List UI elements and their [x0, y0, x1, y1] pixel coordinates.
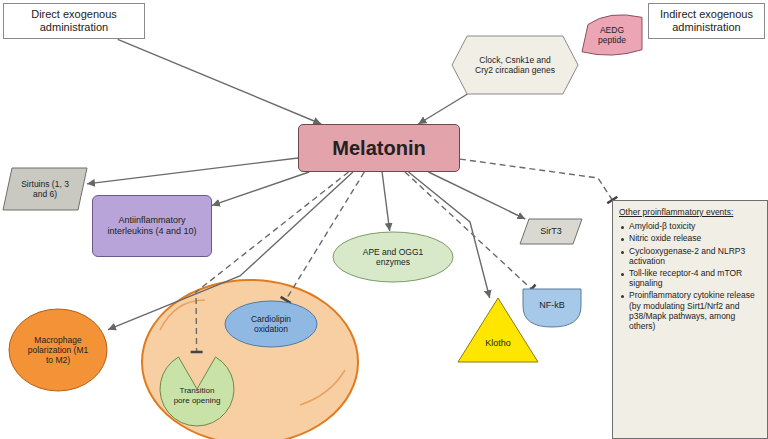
- cardiolipin-ellipse: Cardiolipin oxidation: [224, 300, 318, 348]
- bullet-dot: [621, 295, 624, 298]
- pore-shape: Transition pore opening: [160, 352, 234, 426]
- shape-fill: [452, 36, 578, 94]
- gene-hexagon: Clock, Csnk1e and Cry2 circadian genes: [452, 36, 578, 94]
- bullet-dot: [621, 251, 624, 254]
- bullet-row: Proinflammatory cytokine release (by mod…: [619, 290, 761, 331]
- shape-fill: [160, 357, 234, 426]
- macrophage-circle: Macrophage polarization (M1 to M2): [8, 308, 108, 392]
- node-label: SirT3: [540, 226, 562, 237]
- node-label: Klotho: [485, 338, 511, 349]
- shape-fill: [458, 298, 538, 362]
- bullet-dot: [621, 238, 624, 241]
- source-box: Indirect exogenous administration: [648, 3, 765, 39]
- klotho-triangle-outline: [458, 298, 538, 362]
- bullet-text: Amyloid-β toxicity: [629, 221, 695, 231]
- node-label: Cardiolipin oxidation: [238, 314, 304, 334]
- inhibition-connector: [460, 159, 612, 200]
- inhibition-connector: [196, 172, 349, 352]
- bullet-text: Nitric oxide release: [629, 233, 701, 243]
- node-label: Direct exogenous administration: [12, 8, 136, 34]
- shape-fill: [523, 289, 581, 327]
- arrow-connector: [118, 39, 322, 124]
- node-label: Macrophage polarization (M1 to M2): [24, 335, 92, 366]
- bullet-row: Toll-like receptor-4 and mTOR signaling: [619, 268, 761, 288]
- shape-fill: [225, 301, 317, 347]
- node-label: Indirect exogenous administration: [655, 8, 758, 34]
- bullet-dot: [621, 273, 624, 276]
- node-label: Sirtuins (1, 3 and 6): [15, 179, 75, 199]
- node-label: AEDG peptide: [590, 25, 634, 45]
- node-label: Transition pore opening: [172, 386, 222, 405]
- bullet-text: Cyclooxygenase-2 and NLRP3 activation: [629, 246, 761, 266]
- bullet-row: Amyloid-β toxicity: [619, 221, 761, 231]
- sirtuin-parallelogram: Sirtuins (1, 3 and 6): [3, 168, 87, 210]
- arrow-connector: [212, 172, 309, 205]
- shape-fill: [9, 309, 107, 391]
- mitochondrion-crista: [160, 300, 345, 405]
- node-label: APE and OGG1 enzymes: [352, 247, 434, 267]
- nfkb-shape: NF-kB: [523, 289, 581, 327]
- shape-fill: [582, 15, 642, 55]
- arrow-connector: [87, 158, 298, 184]
- shape-fill: [3, 168, 87, 210]
- arrow-connector: [428, 172, 525, 219]
- mitochondrion-outline: [142, 280, 358, 439]
- arrow-connector: [382, 172, 390, 231]
- enzyme-ellipse: APE and OGG1 enzymes: [332, 231, 454, 283]
- bullet-dot: [621, 226, 624, 229]
- arrow-connector: [418, 94, 467, 124]
- sirt-parallelogram: SirT3: [520, 219, 582, 244]
- klotho-triangle: Klotho: [458, 298, 538, 362]
- node-label: Melatonin: [332, 136, 425, 160]
- interleukin-box: Antiinflammatory interleukins (4 and 10): [92, 195, 212, 257]
- bullet-text: Proinflammatory cytokine release (by mod…: [629, 290, 761, 331]
- bullet-row: Nitric oxide release: [619, 233, 761, 243]
- bullet-row: Cyclooxygenase-2 and NLRP3 activation: [619, 246, 761, 266]
- peptide-shape: AEDG peptide: [582, 14, 642, 56]
- box-heading: Other proinflammatory events:: [619, 207, 733, 217]
- node-label: Antiinflammatory interleukins (4 and 10): [101, 215, 203, 237]
- node-label: Clock, Csnk1e and Cry2 circadian genes: [470, 55, 560, 75]
- central-box: Melatonin: [298, 124, 460, 172]
- source-box: Direct exogenous administration: [3, 3, 145, 39]
- events-box: Other proinflammatory events: Amyloid-β t…: [612, 200, 768, 439]
- shape-fill: [520, 219, 582, 244]
- shape-fill: [333, 232, 453, 282]
- node-label: NF-kB: [539, 300, 565, 311]
- bullet-text: Toll-like receptor-4 and mTOR signaling: [629, 268, 761, 288]
